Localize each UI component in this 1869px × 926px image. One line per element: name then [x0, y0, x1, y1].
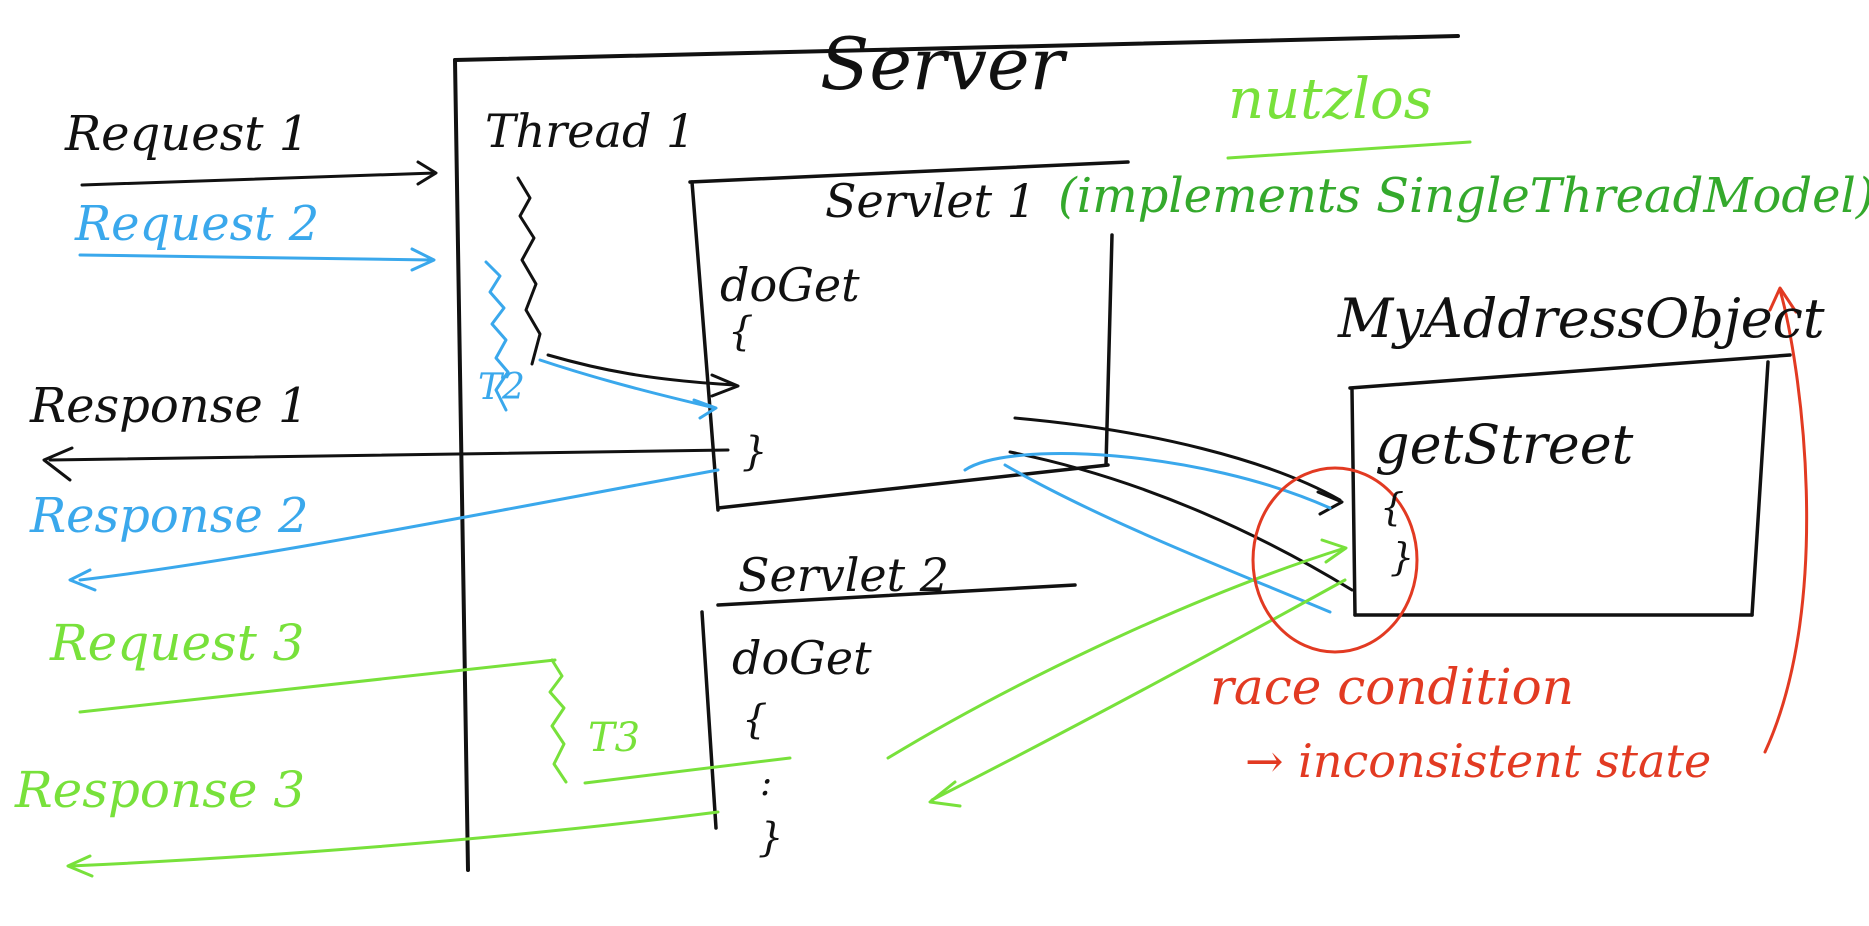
request1-label: Request 1: [65, 106, 310, 162]
servlet2-call-lime: [886, 538, 1348, 808]
servlet1-brace-open: {: [728, 309, 754, 355]
servlet2-ellipsis: :: [760, 763, 773, 804]
servlet1-brace-close: }: [742, 429, 768, 475]
request2-label: Request 2: [75, 196, 320, 252]
response1-label: Response 1: [30, 378, 309, 434]
address-brace-open: {: [1380, 485, 1405, 529]
request2-t2-arrow: [78, 247, 718, 420]
servlet1-box: [688, 160, 1130, 512]
race-condition-label: race condition: [1210, 658, 1574, 716]
servlet2-brace-open: {: [742, 697, 768, 743]
server-label: Server: [820, 22, 1065, 106]
request3-t3-arrow: [78, 658, 792, 785]
nutzlos-underline: [1226, 140, 1472, 160]
implements-single-thread-model-label: (implements SingleThreadModel): [1058, 168, 1869, 224]
servlet2-label: Servlet 2: [738, 548, 950, 602]
servlet2-box: [700, 583, 1077, 830]
response1-arrow: [42, 446, 730, 482]
inconsistent-state-label: → inconsistent state: [1245, 734, 1712, 788]
request1-thread1-arrow: [80, 160, 740, 398]
request3-label: Request 3: [50, 614, 305, 672]
get-street-label: getStreet: [1375, 413, 1634, 476]
servlet2-brace-close: }: [758, 815, 784, 861]
servlet1-doget-label: doGet: [720, 258, 860, 312]
my-address-object-label: MyAddressObject: [1338, 287, 1825, 350]
thread1-label: Thread 1: [485, 104, 696, 158]
response3-arrow: [66, 810, 720, 878]
response2-arrow: [68, 468, 720, 592]
address-object-box: [1348, 353, 1792, 617]
race-condition-marker: [1251, 286, 1809, 754]
servlet1-call-black: [1008, 416, 1354, 592]
address-brace-close: }: [1390, 535, 1415, 579]
t3-label: T3: [588, 715, 641, 761]
response2-label: Response 2: [30, 488, 309, 544]
servlet2-doget-label: doGet: [732, 631, 872, 685]
servlet1-call-blue: [963, 452, 1332, 614]
server-box: [453, 34, 1460, 872]
t2-label: T2: [478, 367, 525, 408]
servlet1-label: Servlet 1: [825, 174, 1037, 228]
response3-label: Response 3: [15, 761, 306, 819]
nutzlos-label: nutzlos: [1228, 67, 1433, 132]
